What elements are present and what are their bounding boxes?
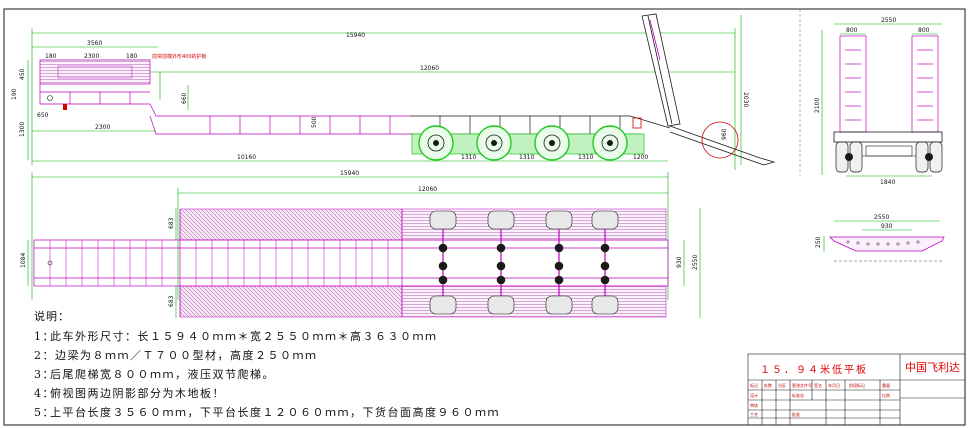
rear-dim-height: 2100 bbox=[814, 98, 821, 113]
notes-header: 说明： bbox=[34, 310, 70, 323]
dim-kingpin: 2300 bbox=[95, 124, 110, 131]
top-dim-overall: 15940 bbox=[340, 170, 359, 177]
tb-cell: 设计 bbox=[750, 392, 758, 398]
rear-dim-ramp-l: 800 bbox=[846, 27, 858, 34]
notes-block: 说明： 1：此车外形尺寸：长１５９４０ｍｍ＊宽２５５０ｍｍ＊高３６３０ｍｍ 2：… bbox=[34, 308, 734, 423]
dim-lower-deck: 12060 bbox=[420, 65, 439, 72]
axle-top-3 bbox=[545, 210, 573, 315]
top-dim-lower-deck: 12060 bbox=[418, 186, 437, 193]
note-number: 5： bbox=[34, 406, 55, 419]
note-item: 1：此车外形尺寸：长１５９４０ｍｍ＊宽２５５０ｍｍ＊高３６３０ｍｍ bbox=[34, 328, 734, 344]
tb-cell: 工艺 bbox=[750, 412, 758, 417]
tb-cell: 批准 bbox=[792, 411, 800, 417]
sheet-frame bbox=[3, 8, 966, 426]
dim-step: 660 bbox=[181, 92, 188, 104]
axle-top-2 bbox=[487, 210, 515, 315]
top-dim-1084: 1084 bbox=[20, 253, 27, 268]
dim-gooseneck: 650 bbox=[37, 112, 49, 119]
note-item: 4：俯视图两边阴影部分为木地板！ bbox=[34, 385, 734, 401]
tb-cell: 分区 bbox=[778, 382, 786, 388]
tb-cell: 审核 bbox=[750, 402, 758, 408]
dim-axle-b: 1310 bbox=[519, 154, 534, 161]
dim-overall-length: 15940 bbox=[346, 32, 365, 39]
axle-top-1 bbox=[429, 210, 457, 315]
tb-cell: 标准化 bbox=[792, 392, 804, 398]
tb-cell: 更改文件号 bbox=[792, 382, 812, 388]
side-view: 15940 3560 180 2300 180 前突前端外形400的护板 120… bbox=[11, 13, 776, 170]
note-text: 上平台长度３５６０ｍｍ，下平台长度１２０６０ｍｍ，下货台面高度９６０ｍｍ bbox=[50, 406, 500, 419]
dim-axle-a: 1310 bbox=[461, 154, 476, 161]
note-number: 1： bbox=[34, 330, 55, 343]
drawing-title: １５．９４米低平板 bbox=[760, 365, 868, 376]
dim-wheelbase: 10160 bbox=[237, 154, 256, 161]
note-number: 3： bbox=[34, 368, 55, 381]
dim-height-1300: 1300 bbox=[19, 122, 26, 137]
note-text: 俯视图两边阴影部分为木地板！ bbox=[50, 387, 225, 400]
tb-cell: 比例 bbox=[882, 392, 890, 398]
axle-group bbox=[411, 125, 645, 161]
top-view: 15940 12060 683 683 1084 930 2550 bbox=[20, 170, 701, 318]
section-dim-width: 2550 bbox=[874, 214, 889, 221]
note-number: 4： bbox=[34, 387, 55, 400]
tb-cell: 重量 bbox=[882, 382, 890, 388]
note-item: 3：后尾爬梯宽８００ｍｍ，液压双节爬梯。 bbox=[34, 366, 734, 382]
dim-height-450: 450 bbox=[19, 68, 26, 80]
tb-cell: 阶段标记 bbox=[849, 382, 865, 388]
dim-upper-front-1: 180 bbox=[45, 53, 57, 60]
title-block bbox=[747, 353, 966, 426]
rear-dim-ramp-r: 800 bbox=[918, 27, 930, 34]
company-name: 中国飞利达 bbox=[905, 361, 960, 374]
section-view: 2550 930 250 bbox=[815, 214, 945, 262]
note-text: 此车外形尺寸：长１５９４０ｍｍ＊宽２５５０ｍｍ＊高３６３０ｍｍ bbox=[50, 330, 438, 343]
note-item: 5：上平台长度３５６０ｍｍ，下平台长度１２０６０ｍｍ，下货台面高度９６０ｍｍ bbox=[34, 404, 734, 420]
top-dim-930: 930 bbox=[676, 256, 683, 268]
rear-dim-track: 1840 bbox=[880, 179, 895, 186]
top-dim-683-b: 683 bbox=[168, 295, 175, 307]
axle-top-4 bbox=[591, 210, 619, 315]
note-number: 2： bbox=[34, 349, 55, 362]
tb-cell: 标记 bbox=[750, 382, 758, 388]
section-dim-height: 250 bbox=[815, 236, 822, 248]
dim-mid-500: 500 bbox=[311, 116, 318, 128]
dim-height-190: 190 bbox=[11, 88, 18, 100]
title-block-cells: 标记 处数 分区 更改文件号 签名 年月日 设计 标准化 审核 工艺 批准 阶段… bbox=[750, 382, 890, 417]
dim-upper-mid: 2300 bbox=[84, 53, 99, 60]
tb-cell: 年月日 bbox=[828, 382, 840, 388]
note-item: 2： 边梁为８ｍｍ／Ｔ７００型材，高度２５０ｍｍ bbox=[34, 347, 734, 363]
rear-dim-width: 2550 bbox=[881, 17, 896, 24]
top-dim-683-a: 683 bbox=[168, 217, 175, 229]
dim-rear-1200: 1200 bbox=[633, 154, 648, 161]
tb-cell: 处数 bbox=[764, 382, 772, 388]
red-annotation: 前突前端外形400的护板 bbox=[152, 53, 207, 60]
dim-upper-deck: 3560 bbox=[87, 40, 102, 47]
top-dim-2550: 2550 bbox=[692, 255, 699, 270]
dim-rear-height: 2030 bbox=[742, 92, 749, 107]
rear-view: 2550 800 800 2100 1840 bbox=[814, 17, 943, 186]
tb-cell: 签名 bbox=[814, 382, 822, 388]
dim-axle-c: 1310 bbox=[578, 154, 593, 161]
note-text: 后尾爬梯宽８００ｍｍ，液压双节爬梯。 bbox=[50, 368, 275, 381]
dim-rear-960: 960 bbox=[721, 128, 728, 140]
note-text: 边梁为８ｍｍ／Ｔ７００型材，高度２５０ｍｍ bbox=[50, 349, 318, 362]
rear-ladder bbox=[641, 13, 776, 166]
dim-upper-front-2: 180 bbox=[126, 53, 138, 60]
section-dim-inner: 930 bbox=[881, 223, 893, 230]
